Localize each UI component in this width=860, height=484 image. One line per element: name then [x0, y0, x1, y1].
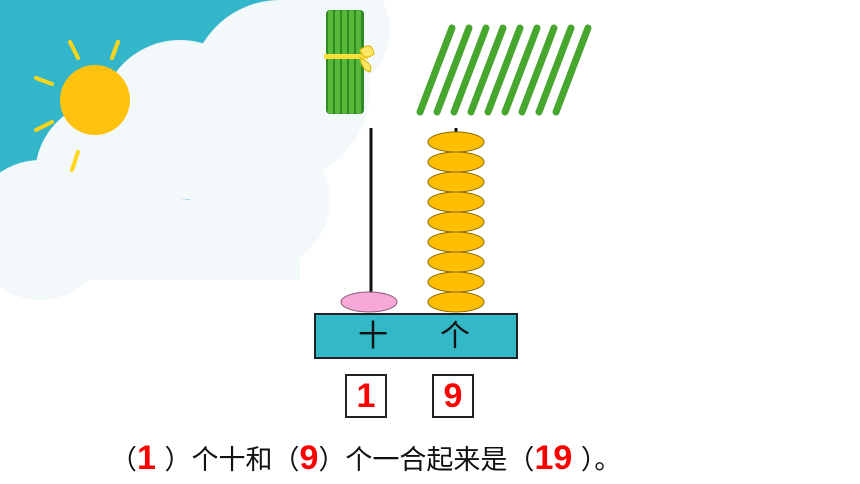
single-stick	[416, 24, 456, 116]
ones-answer-box: 9	[432, 374, 474, 418]
sentence-end: ）。	[572, 445, 622, 476]
ones-count-answer: 9	[299, 439, 319, 477]
stick-bundle-icon	[324, 10, 375, 114]
ones-bead	[427, 251, 485, 273]
sentence-middle-2: ）个一合起来是（	[318, 445, 535, 476]
single-stick	[484, 24, 524, 116]
ones-bead	[427, 151, 485, 173]
total-answer: 19	[534, 439, 573, 477]
single-stick	[450, 24, 490, 116]
tens-answer-box: 1	[345, 374, 387, 418]
ones-bead	[427, 211, 485, 233]
single-stick	[501, 24, 541, 116]
question-sentence: （1 ）个十和（9）个一合起来是（19 ）。	[110, 438, 810, 478]
abacus-base: 十 个	[314, 313, 518, 359]
tens-place-label: 十	[358, 319, 388, 354]
single-stick	[467, 24, 507, 116]
tens-bead	[340, 291, 398, 313]
single-sticks	[416, 24, 592, 116]
tens-beads	[340, 291, 398, 313]
tens-count-answer: 1	[137, 439, 156, 477]
single-stick	[552, 24, 592, 116]
single-stick	[433, 24, 473, 116]
ones-bead	[427, 291, 485, 313]
ones-bead	[427, 131, 485, 153]
ones-bead	[427, 271, 485, 293]
ones-bead	[427, 231, 485, 253]
sun-icon	[34, 40, 130, 172]
sentence-open: （	[110, 445, 137, 476]
single-stick	[518, 24, 558, 116]
ones-bead	[427, 171, 485, 193]
ones-beads	[427, 131, 485, 313]
single-stick	[535, 24, 575, 116]
ones-bead	[427, 191, 485, 213]
sentence-middle-1: ）个十和（	[155, 445, 300, 476]
ones-place-label: 个	[440, 319, 470, 354]
